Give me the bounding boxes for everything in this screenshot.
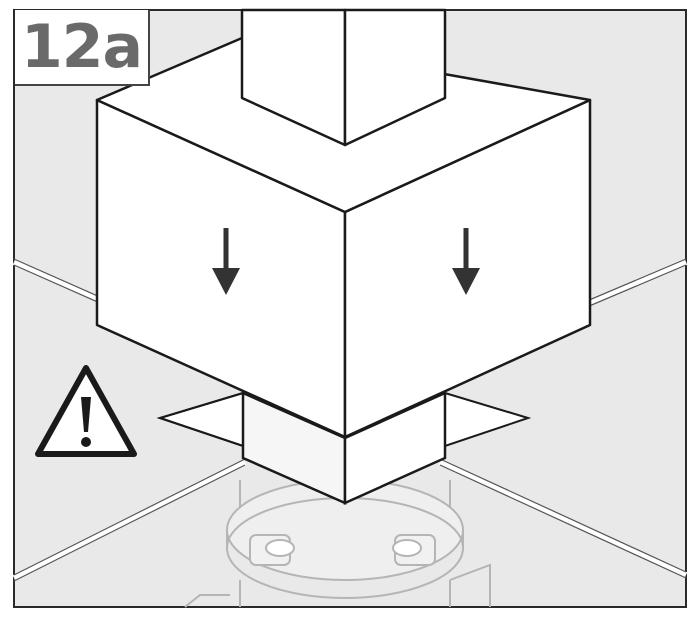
faded-base-assembly xyxy=(184,479,491,608)
warning-triangle-icon xyxy=(35,365,137,457)
column xyxy=(240,8,447,147)
arrow-down-icon xyxy=(452,228,480,295)
arrow-down-icon xyxy=(212,228,240,295)
step-number: 12a xyxy=(15,10,150,86)
